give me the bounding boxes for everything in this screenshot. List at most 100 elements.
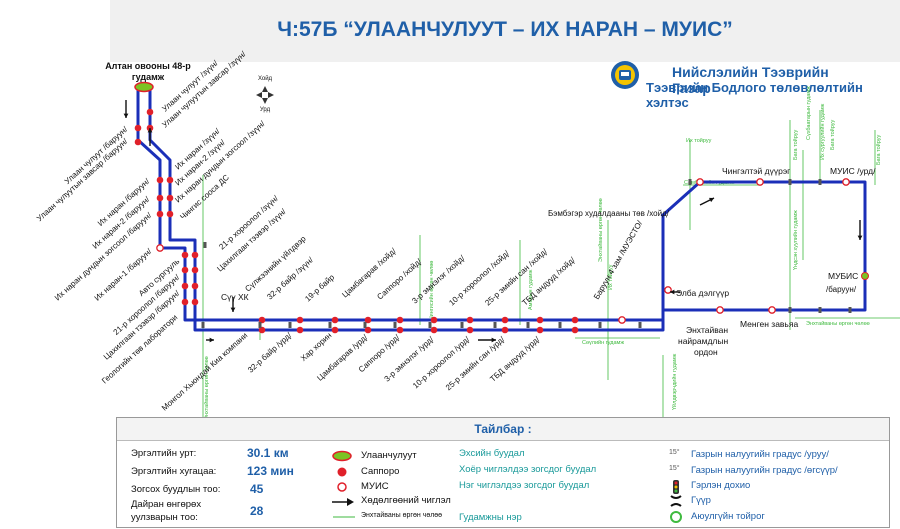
compass-arrow-s bbox=[262, 98, 268, 104]
stop-marker bbox=[134, 124, 142, 132]
duration-value: 123 мин bbox=[247, 464, 294, 478]
traffic-light-marker bbox=[598, 322, 602, 328]
traffic-light-marker bbox=[788, 179, 792, 185]
street-label: Чингисийн өргөн чөлөө bbox=[428, 261, 435, 320]
direction-arrow-head bbox=[209, 337, 214, 343]
legend: Тайлбар : Эргэлтийн урт: 30.1 км Эргэлти… bbox=[116, 417, 890, 528]
hollow-stop-marker bbox=[618, 316, 626, 324]
stop-marker bbox=[191, 251, 199, 259]
stop-marker bbox=[166, 210, 174, 218]
traffic-light-marker bbox=[688, 179, 692, 185]
route-line-inbound bbox=[136, 90, 663, 322]
street-label: Үндсэн хуулийн гудамж bbox=[792, 210, 799, 270]
title-bar: Ч:57Б “УЛААНЧУЛУУТ – ИХ НАРАН – МУИС” bbox=[110, 0, 900, 62]
stop-marker bbox=[191, 282, 199, 290]
stop-marker bbox=[258, 316, 266, 324]
stop-label: 32-р байр /урд/ bbox=[246, 330, 294, 374]
stop-marker bbox=[156, 210, 164, 218]
direction-arrow-icon bbox=[332, 498, 354, 506]
direction-arrow bbox=[123, 100, 129, 118]
stop-marker bbox=[181, 282, 189, 290]
hollow-stop-marker bbox=[664, 286, 672, 294]
stop-marker bbox=[181, 251, 189, 259]
traffic-light-marker bbox=[493, 322, 497, 328]
stop-label-syy: Сүү ХК bbox=[221, 292, 249, 302]
traffic-light-marker bbox=[393, 322, 397, 328]
traffic-light-marker bbox=[848, 307, 852, 313]
street-label: Их тойруу bbox=[607, 264, 614, 290]
stop-marker bbox=[430, 316, 438, 324]
direction-arrow bbox=[670, 289, 680, 295]
compass-arrow-w bbox=[256, 92, 262, 98]
traffic-light-marker bbox=[328, 322, 332, 328]
street-label: Энхтайваны өргөн чөлөө bbox=[597, 198, 604, 262]
stop-marker bbox=[466, 316, 474, 324]
direction-arrow-head bbox=[670, 289, 675, 295]
compass-arrow-e bbox=[268, 92, 274, 98]
stop-label: 25-р эмийн сан /урд/ bbox=[444, 334, 507, 392]
legend-street-name: Гудамжны нэр bbox=[459, 512, 522, 523]
slope-up-symbol: 15° bbox=[669, 465, 680, 472]
direction-arrow-head bbox=[123, 113, 129, 118]
legend-avenue: Энхтайваны өргөн чөлөө bbox=[361, 512, 443, 519]
legend-terminal-c: МУИС bbox=[361, 481, 389, 492]
street-label: Сүхбаатарын гудамж bbox=[806, 86, 812, 140]
street-label: Амарын гудамж bbox=[528, 269, 534, 310]
hollow-stop-marker bbox=[756, 178, 764, 186]
stop-marker bbox=[571, 316, 579, 324]
stop-marker bbox=[258, 326, 266, 334]
legend-two-way-stop: Хоёр чиглэлдээ зогсдог буудал bbox=[459, 464, 597, 475]
ntg-logo bbox=[611, 61, 639, 89]
stop-marker bbox=[396, 316, 404, 324]
org-subtitle: Тээврийн Бодлого төлөвлөлтийн хэлтэс bbox=[646, 80, 863, 110]
traffic-light-marker bbox=[526, 322, 530, 328]
stop-marker bbox=[396, 326, 404, 334]
stop-marker bbox=[364, 326, 372, 334]
terminal-marker bbox=[134, 81, 154, 93]
stop-marker bbox=[146, 108, 154, 116]
crossings-label-2: уулзварын тоо: bbox=[131, 512, 198, 523]
legend-single-stop: Эхсийн буудал bbox=[459, 448, 525, 459]
street-label: Бага тойруу bbox=[792, 130, 799, 160]
traffic-light-marker bbox=[818, 179, 822, 185]
bridge-icon bbox=[670, 495, 682, 507]
stop-marker bbox=[536, 326, 544, 334]
stop-marker bbox=[191, 298, 199, 306]
traffic-light-marker bbox=[258, 322, 262, 328]
legend-terminal-b: Саппоро bbox=[361, 466, 400, 477]
traffic-light-marker bbox=[428, 322, 432, 328]
hollow-stop-marker bbox=[768, 306, 776, 314]
avenue-line-icon bbox=[333, 516, 355, 518]
hollow-stop-marker bbox=[842, 178, 850, 186]
stop-marker bbox=[331, 316, 339, 324]
stop-label: Хар хорин bbox=[299, 331, 333, 363]
legend-slope-up: Газрын налуугийн градус /өгсүүр/ bbox=[691, 465, 838, 476]
red-stop-icon bbox=[337, 467, 347, 477]
traffic-light-marker bbox=[203, 242, 207, 248]
street-label: Энхтайваны өргөн чөлөө bbox=[203, 356, 210, 420]
roundabout-icon bbox=[670, 511, 682, 523]
traffic-light-marker bbox=[201, 322, 205, 328]
direction-arrow-head bbox=[230, 307, 236, 312]
stop-marker bbox=[466, 326, 474, 334]
street-label: Энхтайваны өргөн чөлөө bbox=[806, 320, 870, 327]
stops-label: Зогсох буудлын тоо: bbox=[131, 484, 221, 495]
traffic-light-marker bbox=[818, 307, 822, 313]
stop-label-mengen: Менген завьяа bbox=[740, 319, 798, 329]
stop-marker bbox=[501, 326, 509, 334]
legend-direction: Хөдөлгөөний чиглэл bbox=[361, 495, 451, 506]
compass-north: Хойд bbox=[258, 75, 273, 82]
legend-roundabout: Аюулгүйн тойрог bbox=[691, 511, 765, 522]
terminal-green-icon bbox=[332, 450, 352, 462]
stop-marker bbox=[181, 266, 189, 274]
stops-value: 45 bbox=[250, 482, 264, 496]
direction-arrow-head bbox=[147, 128, 153, 133]
compass-arrow-n bbox=[262, 86, 268, 92]
hollow-stop-marker bbox=[156, 244, 164, 252]
route-title: Ч:57Б “УЛААНЧУЛУУТ – ИХ НАРАН – МУИС” bbox=[277, 18, 733, 41]
street-label: Үйлдвэрчдийн гудамж bbox=[671, 353, 678, 410]
legend-one-way-stop: Нэг чиглэлдээ зогсдог буудал bbox=[459, 480, 590, 491]
traffic-light-marker bbox=[460, 322, 464, 328]
compass bbox=[256, 86, 274, 104]
direction-arrow bbox=[699, 197, 715, 206]
